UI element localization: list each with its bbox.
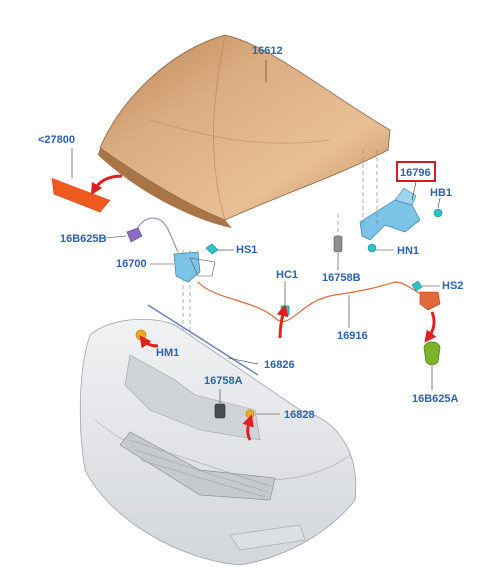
label-hn1: HN1 [397, 245, 419, 257]
label-latch: 16700 [116, 258, 147, 270]
label-bracket-rod: 16826 [264, 359, 295, 371]
arrow-hc1 [276, 304, 289, 339]
arrow-16828 [242, 414, 254, 441]
hood-seal-part [51, 177, 111, 213]
hinge-part [359, 187, 443, 253]
release-cable-16916 [197, 281, 429, 323]
nut-hn1 [367, 243, 377, 253]
release-cable [134, 217, 179, 253]
label-release-handle: 16B625B [60, 233, 107, 245]
label-hood-seal: <27800 [38, 134, 75, 146]
grille [119, 431, 276, 501]
label-hinge: 16796 [400, 167, 431, 179]
label-hm1: HM1 [156, 347, 179, 359]
nut-hm1-part [135, 329, 147, 341]
release-handle-part [126, 227, 143, 243]
bolt-hb1 [433, 208, 443, 218]
label-bumper-clip: 16758A [204, 375, 243, 387]
latch-part [173, 243, 219, 283]
leader-16b625b [104, 235, 127, 239]
arrow-hm1 [139, 335, 159, 349]
leader-16826 [227, 357, 259, 365]
label-hb1: HB1 [430, 187, 452, 199]
grille-slats [129, 439, 271, 498]
secondary-latch-part [411, 280, 441, 311]
label-cable: 16916 [337, 330, 368, 342]
label-prop-rod-clip: 16758B [322, 272, 361, 284]
front-bumper [79, 318, 357, 566]
fog-lamp-bezel [229, 524, 306, 551]
label-hood: 16612 [252, 45, 283, 57]
label-hs1: HS1 [236, 244, 257, 256]
screw-hs2 [411, 280, 423, 292]
label-hc1: HC1 [276, 269, 298, 281]
screw-hs1 [205, 243, 219, 255]
bracket-rod [147, 304, 259, 376]
prop-rod-clip-part [333, 235, 343, 253]
arrow-seal [90, 174, 123, 196]
leader-hinge [411, 181, 417, 201]
bumper-clip-part [214, 403, 226, 419]
label-clip: 16828 [284, 409, 315, 421]
grommet-part [423, 341, 441, 366]
arrow-grommet [424, 311, 437, 343]
hood-panel [98, 34, 391, 228]
highlight-box-hinge [396, 161, 436, 182]
label-hs2: HS2 [442, 280, 463, 292]
clip-16828-part [245, 409, 255, 419]
label-grommet: 16B625A [412, 393, 459, 405]
bumper-reinforcement [124, 354, 261, 441]
leader-hb1 [437, 197, 441, 209]
